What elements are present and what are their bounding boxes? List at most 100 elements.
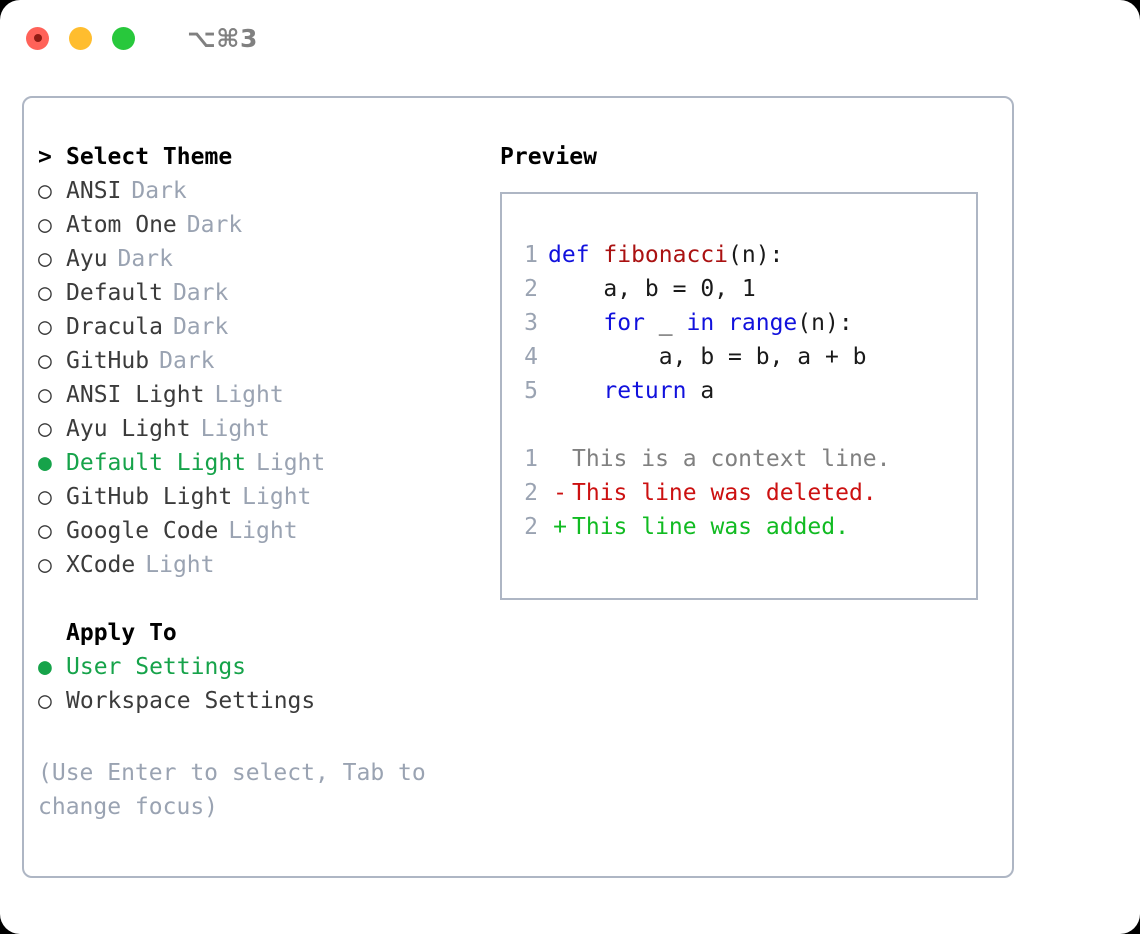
theme-variant-badge: Light xyxy=(242,484,312,510)
theme-list-item[interactable]: ○ Ayu Light Light xyxy=(38,416,488,450)
code-token-plain: _ xyxy=(644,310,687,336)
radio-unselected-icon: ○ xyxy=(38,484,52,510)
radio-unselected-icon: ○ xyxy=(38,688,52,714)
theme-list-item[interactable]: ○ ANSI Dark xyxy=(38,178,488,212)
theme-name-label: Default xyxy=(66,280,163,306)
radio-unselected-icon: ○ xyxy=(38,280,52,306)
code-content: return a xyxy=(548,374,714,408)
code-token-kw: range xyxy=(728,310,798,336)
code-token-plain xyxy=(548,378,603,404)
theme-list-item[interactable]: ○ Dracula Dark xyxy=(38,314,488,348)
theme-variant-badge: Light xyxy=(256,450,326,476)
theme-name-label: Dracula xyxy=(66,314,163,340)
diff-line: 1 This is a context line. xyxy=(502,442,976,476)
radio-unselected-icon: ○ xyxy=(38,212,52,238)
code-content: a, b = b, a + b xyxy=(548,340,867,374)
line-number: 4 xyxy=(524,344,538,370)
keyboard-shortcut-label: ⌥⌘3 xyxy=(187,23,258,53)
theme-list-item[interactable]: ○ Ayu Dark xyxy=(38,246,488,280)
line-number: 1 xyxy=(524,446,538,472)
code-token-fn: fibonacci xyxy=(603,242,729,268)
diff-sample: 1 This is a context line.2-This line was… xyxy=(502,442,976,544)
theme-variant-badge: Dark xyxy=(117,246,173,272)
apply-to-list: ● User Settings ○ Workspace Settings xyxy=(38,654,488,722)
keyboard-hint-text: (Use Enter to select, Tab to change focu… xyxy=(38,760,440,820)
apply-to-header: Apply To xyxy=(38,620,488,654)
radio-selected-icon: ● xyxy=(38,450,52,476)
radio-unselected-icon: ○ xyxy=(38,416,52,442)
diff-text: This line was deleted. xyxy=(572,480,877,506)
code-content: def fibonacci(n): xyxy=(548,238,783,272)
apply-to-item[interactable]: ● User Settings xyxy=(38,654,488,688)
diff-sign-add: + xyxy=(553,514,567,540)
preview-title: Preview xyxy=(500,144,597,170)
line-number: 1 xyxy=(524,242,538,268)
diff-text: This is a context line. xyxy=(572,446,891,472)
theme-name-label: ANSI Light xyxy=(66,382,205,408)
theme-list-item[interactable]: ○ GitHub Light Light xyxy=(38,484,488,518)
diff-text: This line was added. xyxy=(572,514,849,540)
code-token-plain: (n): xyxy=(797,310,853,336)
code-token-plain xyxy=(714,310,728,336)
radio-unselected-icon: ○ xyxy=(38,246,52,272)
theme-name-label: ANSI xyxy=(66,178,122,204)
theme-variant-badge: Dark xyxy=(159,348,215,374)
diff-line: 2-This line was deleted. xyxy=(502,476,976,510)
traffic-lights xyxy=(26,26,135,50)
theme-list-item[interactable]: ● Default Light Light xyxy=(38,450,488,484)
code-token-kw: in xyxy=(686,310,715,336)
diff-sign-del: - xyxy=(553,480,567,506)
theme-list-item[interactable]: ○ Google Code Light xyxy=(38,518,488,552)
radio-unselected-icon: ○ xyxy=(38,348,52,374)
theme-variant-badge: Dark xyxy=(172,314,229,340)
theme-name-label: Default Light xyxy=(66,450,247,476)
theme-name-label: Ayu Light xyxy=(66,416,191,442)
theme-name-label: XCode xyxy=(66,552,136,578)
theme-name-label: Google Code xyxy=(66,518,219,544)
code-token-plain: a, b = 0, 1 xyxy=(548,276,756,302)
minimize-window-icon[interactable] xyxy=(69,26,92,50)
code-line: 5 return a xyxy=(502,374,976,408)
apply-to-label: User Settings xyxy=(66,654,247,680)
theme-variant-badge: Light xyxy=(145,552,215,578)
code-line: 1 def fibonacci(n): xyxy=(502,238,976,272)
radio-unselected-icon: ○ xyxy=(38,178,52,204)
close-window-icon[interactable] xyxy=(26,26,49,50)
theme-variant-badge: Light xyxy=(228,518,298,544)
theme-name-label: Ayu xyxy=(66,246,108,272)
code-line: 2 a, b = 0, 1 xyxy=(502,272,976,306)
apply-to-item[interactable]: ○ Workspace Settings xyxy=(38,688,488,722)
code-token-plain xyxy=(548,310,603,336)
select-theme-header: > Select Theme xyxy=(38,144,488,178)
apply-to-header-label: Apply To xyxy=(66,620,177,646)
code-token-plain: a, b = b, a + b xyxy=(548,344,867,370)
diff-line: 2+This line was added. xyxy=(502,510,976,544)
radio-unselected-icon: ○ xyxy=(38,382,52,408)
code-content: for _ in range(n): xyxy=(548,306,853,340)
title-bar: ⌥⌘3 xyxy=(0,0,1140,76)
diff-sign-ctx xyxy=(548,442,572,476)
theme-name-label: GitHub Light xyxy=(66,484,233,510)
code-token-plain: a xyxy=(686,378,715,404)
radio-unselected-icon: ○ xyxy=(38,314,52,340)
radio-unselected-icon: ○ xyxy=(38,518,52,544)
code-token-kw: for xyxy=(603,310,645,336)
apply-to-label: Workspace Settings xyxy=(66,688,316,714)
theme-variant-badge: Light xyxy=(200,416,270,442)
theme-variant-badge: Dark xyxy=(131,178,187,204)
theme-name-label: Atom One xyxy=(66,212,177,238)
maximize-window-icon[interactable] xyxy=(112,26,135,50)
code-token-kw: return xyxy=(603,378,687,404)
radio-selected-icon: ● xyxy=(38,654,52,680)
